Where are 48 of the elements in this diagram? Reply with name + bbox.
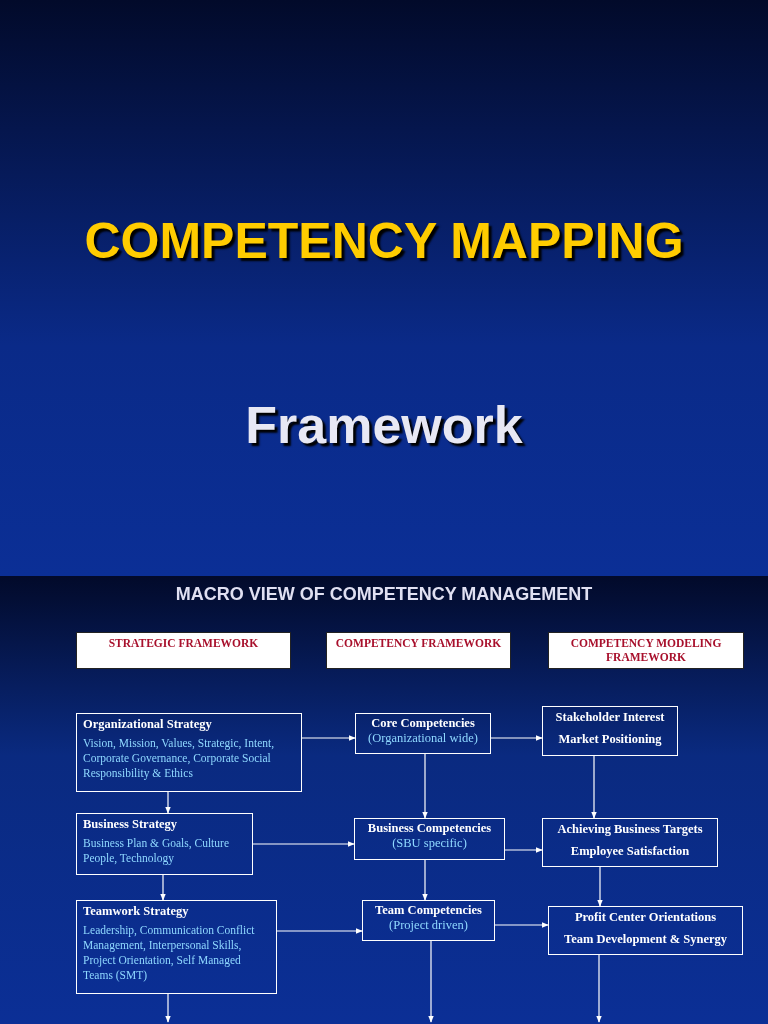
arrow [165,791,171,814]
process-box [548,906,743,955]
process-box [354,818,505,860]
subtitle: Framework [244,395,524,455]
process-box [76,900,277,994]
process-box [76,813,253,875]
box-heading: Business Competencies [366,821,493,836]
arrow [160,874,166,901]
arrow [422,859,428,901]
arrow [428,940,434,1023]
box-text: Achieving Business Targets [556,822,704,837]
section-heading: MACRO VIEW OF COMPETENCY MANAGEMENT [174,584,594,605]
process-box [355,713,491,754]
arrow [276,928,363,934]
column-header: COMPETENCY MODELING FRAMEWORK [548,632,744,669]
arrow [301,735,356,741]
column-header: COMPETENCY FRAMEWORK [326,632,511,669]
arrow [597,866,603,907]
arrow [252,841,355,847]
arrow [422,753,428,819]
box-description: (SBU specific) [391,836,468,851]
box-heading: Core Competencies [370,716,476,731]
box-text: Profit Center Orientations [573,910,718,925]
box-heading: Team Competencies [374,903,483,918]
process-box [76,713,302,792]
arrow [596,954,602,1023]
title: COMPETENCY MAPPING [83,212,685,270]
column-header: STRATEGIC FRAMEWORK [76,632,291,669]
arrow [490,735,543,741]
box-text: Stakeholder Interest [554,710,666,725]
process-box [362,900,495,941]
arrow [494,922,549,928]
box-heading: Business Strategy [83,817,179,832]
box-text: Market Positioning [557,732,663,747]
process-box [542,706,678,756]
box-description: (Organizational wide) [367,731,479,746]
process-box [542,818,718,867]
box-description: Vision, Mission, Values, Strategic, Intent, Corporate Governance, Corporate Social Responsibility & Ethics [83,736,276,781]
box-text: Employee Satisfaction [569,844,691,859]
arrow [504,847,543,853]
box-text: Team Development & Synergy [562,932,729,947]
box-description: Leadership, Communication Conflict Management, Interpersonal Skills, Project Orientation, Self Managed Teams (SMT) [83,923,256,983]
arrow [165,993,171,1023]
box-heading: Organizational Strategy [83,717,213,732]
arrow [591,755,597,819]
box-description: Business Plan & Goals, Culture People, Technology [83,836,230,866]
box-heading: Teamwork Strategy [83,904,190,919]
box-description: (Project driven) [388,918,469,933]
